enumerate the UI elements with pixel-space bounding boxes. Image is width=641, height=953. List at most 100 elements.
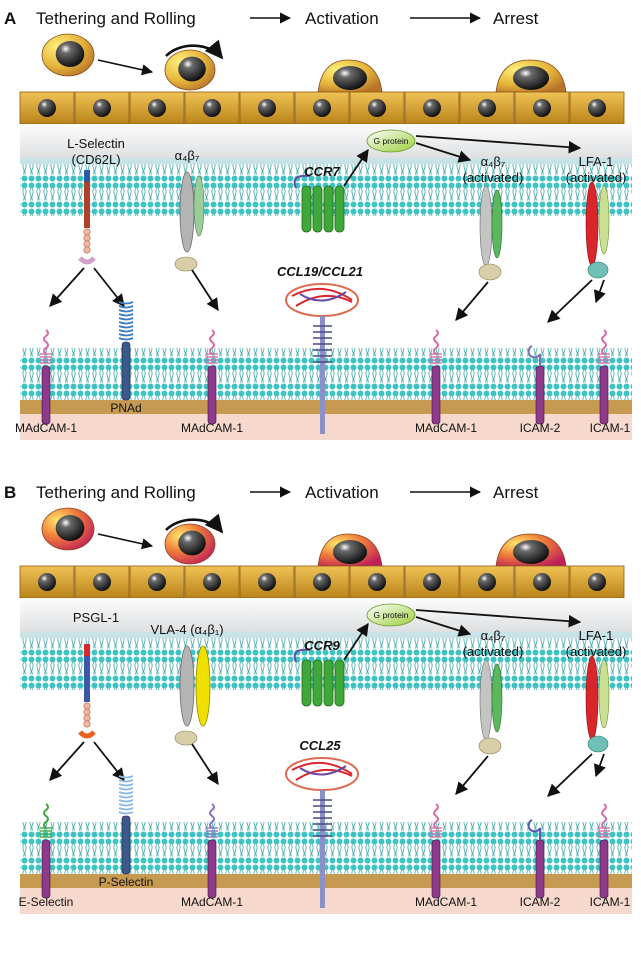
basement-layer <box>20 400 632 414</box>
tissue-layer <box>20 414 632 440</box>
cell-motion-arrow <box>97 59 154 76</box>
stage-label-tethering: Tethering and Rolling <box>36 9 196 28</box>
gprotein-arrow-1 <box>415 142 472 163</box>
gpcr-helix <box>312 659 323 707</box>
ligand-stem <box>41 365 51 425</box>
activated-integrin-head <box>478 263 502 281</box>
ligand-label: E-Selectin <box>19 895 74 909</box>
leukocyte-arrested-nucleus <box>513 540 549 564</box>
gprotein-arrow-2 <box>415 135 582 154</box>
activated-integrin-sublabel: (activated) <box>463 170 524 185</box>
activated-integrin-sublabel: (activated) <box>463 644 524 659</box>
integrin-beta7 <box>193 175 205 237</box>
ligand-label: MAdCAM-1 <box>415 421 477 435</box>
endothelial-nucleus <box>313 573 331 591</box>
lfa1-arrow-1 <box>547 279 593 323</box>
endothelial-nucleus <box>588 573 606 591</box>
panel-letter: B <box>4 483 16 502</box>
leukocyte-tethering-nucleus <box>55 40 85 68</box>
stage-label-tethering: Tethering and Rolling <box>36 483 196 502</box>
ligand-glycan <box>118 317 134 321</box>
activated-integrin-label: α₄β₇ <box>481 154 506 169</box>
leukocyte-activated-nucleus <box>333 540 367 564</box>
selectin-bead <box>83 246 91 254</box>
integrin-head <box>174 256 198 272</box>
endothelial-nucleus <box>148 99 166 117</box>
g-protein-label: G protein <box>374 610 409 620</box>
lfa1-beta <box>598 185 610 255</box>
stage-label-activation: Activation <box>305 9 379 28</box>
membrane-edge <box>20 158 632 164</box>
integrin-alpha <box>179 171 195 253</box>
endothelial-nucleus <box>423 573 441 591</box>
ligand-label: ICAM-2 <box>520 895 561 909</box>
ligand-glycan <box>118 779 134 783</box>
gpcr-helix <box>334 185 345 233</box>
selectin-sublabel: (CD62L) <box>71 152 120 167</box>
endothelial-nucleus <box>258 99 276 117</box>
lfa1-arrow-2 <box>593 279 606 304</box>
chemokine-helix <box>299 291 347 302</box>
lfa1-arrow-2 <box>593 753 606 778</box>
activated-integrin-label: α₄β₇ <box>481 628 506 643</box>
gpcr-helix <box>323 185 334 233</box>
gprotein-arrow-2 <box>415 609 582 628</box>
integrin-label: VLA-4 (α₄β₁) <box>150 622 223 637</box>
receptor-label: CCR9 <box>304 638 340 653</box>
endothelial-nucleus <box>533 99 551 117</box>
ligand-glycan <box>118 783 134 787</box>
selectin-stalk <box>84 656 90 702</box>
basement-layer <box>20 874 632 888</box>
selectin-bead <box>83 234 91 242</box>
activated-integrin-beta <box>491 663 503 733</box>
ligand-label: MAdCAM-1 <box>15 421 77 435</box>
g-protein <box>366 129 416 153</box>
ligand-glycan <box>118 301 134 305</box>
endothelial-nucleus <box>478 99 496 117</box>
ligand-label: P-Selectin <box>99 875 154 889</box>
ligand-domain <box>43 803 49 829</box>
leukocyte-rolling-nucleus <box>178 530 206 556</box>
lfa1-head <box>587 261 609 279</box>
ligand-stem <box>599 839 609 899</box>
selectin-bead <box>83 240 91 248</box>
endothelial-nucleus <box>93 573 111 591</box>
leukocyte-tethering-nucleus <box>55 514 85 542</box>
ligand-glycan <box>118 337 134 341</box>
ligand-glycan <box>118 807 134 811</box>
receptor-label: CCR7 <box>304 164 340 179</box>
integrin-alpha <box>179 645 195 727</box>
selectin-bead <box>83 714 91 722</box>
endothelial-nucleus <box>478 573 496 591</box>
rolling-arrow <box>165 39 224 60</box>
ligand-glycan <box>118 795 134 799</box>
gpcr-helix <box>334 659 345 707</box>
gpcr-loop <box>293 174 311 189</box>
ligand-stem <box>121 815 131 875</box>
stage-label-arrest: Arrest <box>493 9 539 28</box>
lfa1-label: LFA-1 <box>579 154 614 169</box>
selectin-bead <box>83 702 91 710</box>
ligand-label: ICAM-1 <box>590 895 631 909</box>
ligand-stem <box>535 365 545 425</box>
ligand-glycan <box>118 329 134 333</box>
activated-integrin-head <box>478 737 502 755</box>
integrin-head <box>174 730 198 746</box>
ligand-domain <box>601 329 607 355</box>
selectin-lectin-domain <box>78 730 96 739</box>
lfa1-alpha <box>585 655 599 741</box>
membrane-edge <box>20 632 632 638</box>
endothelial-nucleus <box>368 573 386 591</box>
endothelial-nucleus <box>93 99 111 117</box>
chemokine-label: CCL25 <box>299 738 341 753</box>
gag-stalk <box>320 316 325 434</box>
ligand-label: MAdCAM-1 <box>181 421 243 435</box>
ligand-domain <box>433 803 439 829</box>
lfa1-sublabel: (activated) <box>566 170 627 185</box>
endothelial-nucleus <box>203 99 221 117</box>
ligand-domain <box>527 819 541 840</box>
integrin-label: α₄β₇ <box>175 148 200 163</box>
endothelial-nucleus <box>38 573 56 591</box>
panel-letter: A <box>4 9 16 28</box>
